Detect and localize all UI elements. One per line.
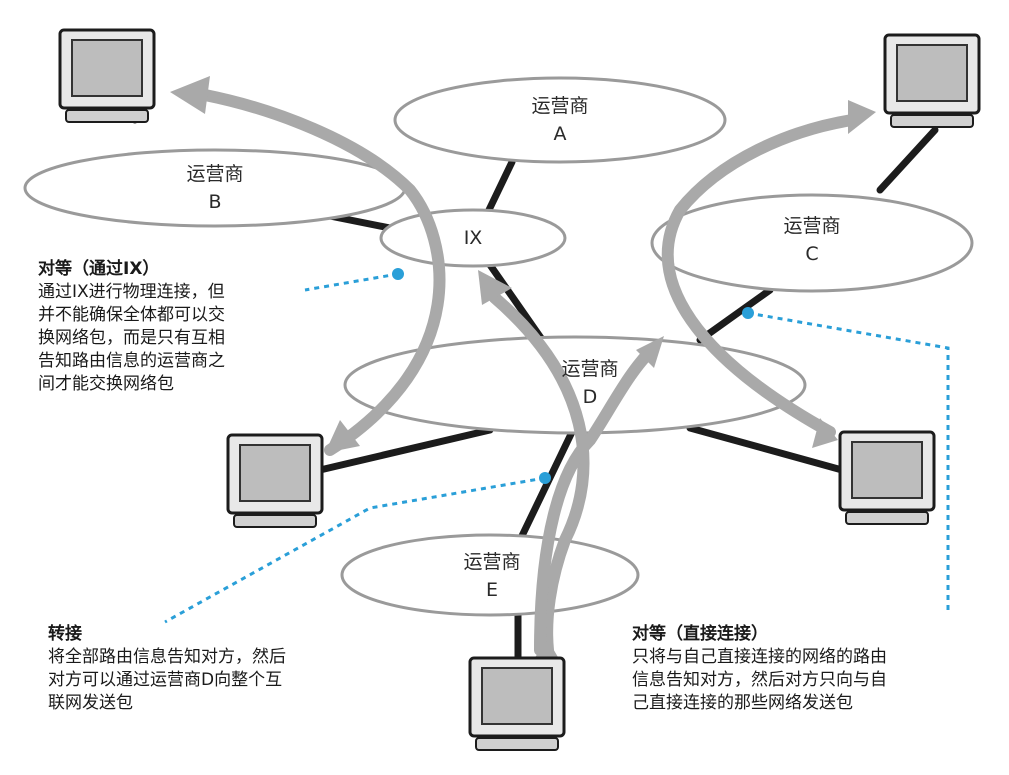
network-label-E: 运营商 E [432, 548, 552, 604]
callout-dot-ix [392, 268, 404, 280]
network-name: 运营商 [463, 551, 521, 573]
arrow-heads [170, 76, 876, 664]
route-arrow-IX-E [489, 292, 590, 656]
computer-pc1 [58, 28, 156, 123]
monitor-base-icon [233, 514, 317, 528]
note-line: 告知路由信息的运营商之 [38, 351, 225, 371]
network-letter: A [553, 123, 567, 145]
route-arrow-B [199, 89, 446, 456]
monitor-screen-icon [896, 44, 968, 102]
monitor-base-icon [845, 511, 929, 525]
network-name: 运营商 [783, 215, 841, 237]
arrowhead-ix [478, 270, 512, 305]
monitor-base-icon [890, 114, 974, 128]
computer-pc4 [838, 430, 936, 525]
network-label-C: 运营商 C [752, 212, 872, 268]
note-title: 对等（通过IX） [38, 259, 160, 279]
arrowhead-pc2 [848, 100, 876, 134]
note-line: 对方可以通过运营商D向整个互 [48, 670, 283, 690]
note-line: 己直接连接的那些网络发送包 [632, 693, 853, 713]
link-D-pc3 [316, 426, 494, 474]
callout-dot-direct [742, 307, 754, 319]
network-letter: D [582, 386, 598, 408]
link-D-E [516, 428, 576, 544]
note-line: 间才能交换网络包 [38, 374, 174, 394]
callout-lines [164, 272, 950, 624]
network-letter: E [485, 579, 498, 601]
note-peering-ix: 对等（通过IX） 通过IX进行物理连接，但 并不能确保全体都可以交 换网络包，而… [38, 258, 308, 396]
note-line: 信息告知对方，然后对方只向与自 [632, 670, 887, 690]
note-peering-direct: 对等（直接连接） 只将与自己直接连接的网络的路由 信息告知对方，然后对方只向与自… [632, 623, 1002, 715]
note-line: 换网络包，而是只有互相 [38, 328, 225, 348]
network-letter: B [208, 191, 222, 213]
network-label-D: 运营商 D [530, 355, 650, 411]
monitor-base-icon [475, 737, 559, 751]
note-title: 转接 [48, 624, 82, 644]
network-name: 运营商 [561, 358, 619, 380]
arrowhead-pc4 [812, 418, 838, 448]
note-line: 只将与自己直接连接的网络的路由 [632, 647, 887, 667]
note-line: 将全部路由信息告知对方，然后 [48, 647, 286, 667]
network-C-ellipse [650, 193, 974, 293]
callout-line-transit [164, 476, 546, 624]
route-arrow-E-D [534, 344, 658, 656]
note-line: 通过IX进行物理连接，但 [38, 282, 225, 302]
monitor-screen-icon [481, 667, 553, 725]
arrowhead-pc3 [325, 420, 360, 453]
monitor-screen-icon [239, 444, 311, 502]
note-line: 并不能确保全体都可以交 [38, 305, 225, 325]
link-D-C [696, 286, 774, 344]
link-A-IX [484, 158, 516, 216]
link-C-pc2 [876, 126, 939, 194]
arrowhead-d [636, 336, 664, 368]
link-D-pc4 [686, 424, 846, 474]
callout-line-direct [747, 311, 950, 615]
note-title: 对等（直接连接） [632, 624, 768, 644]
note-transit: 转接 将全部路由信息告知对方，然后 对方可以通过运营商D向整个互 联网发送包 [48, 623, 388, 715]
network-A-ellipse [393, 76, 727, 164]
network-label-A: 运营商 A [500, 92, 620, 148]
computer-pc3 [226, 433, 324, 528]
computer-pc5 [468, 656, 566, 751]
callout-line-ix [304, 272, 399, 292]
network-letter: C [805, 243, 819, 265]
network-label-B: 运营商 B [155, 160, 275, 216]
network-name: 运营商 [186, 163, 244, 185]
route-arrows [199, 89, 858, 656]
monitor-screen-icon [851, 441, 923, 499]
callout-dot-transit [539, 472, 551, 484]
note-line: 联网发送包 [48, 693, 133, 713]
arrowhead-pc1 [170, 76, 210, 114]
route-arrow-C [661, 114, 858, 438]
network-name: 运营商 [531, 95, 589, 117]
ix-label: IX [463, 227, 483, 249]
computer-pc2 [883, 33, 981, 128]
monitor-screen-icon [71, 39, 143, 97]
callout-dots [392, 268, 754, 484]
monitor-base-icon [65, 109, 149, 123]
